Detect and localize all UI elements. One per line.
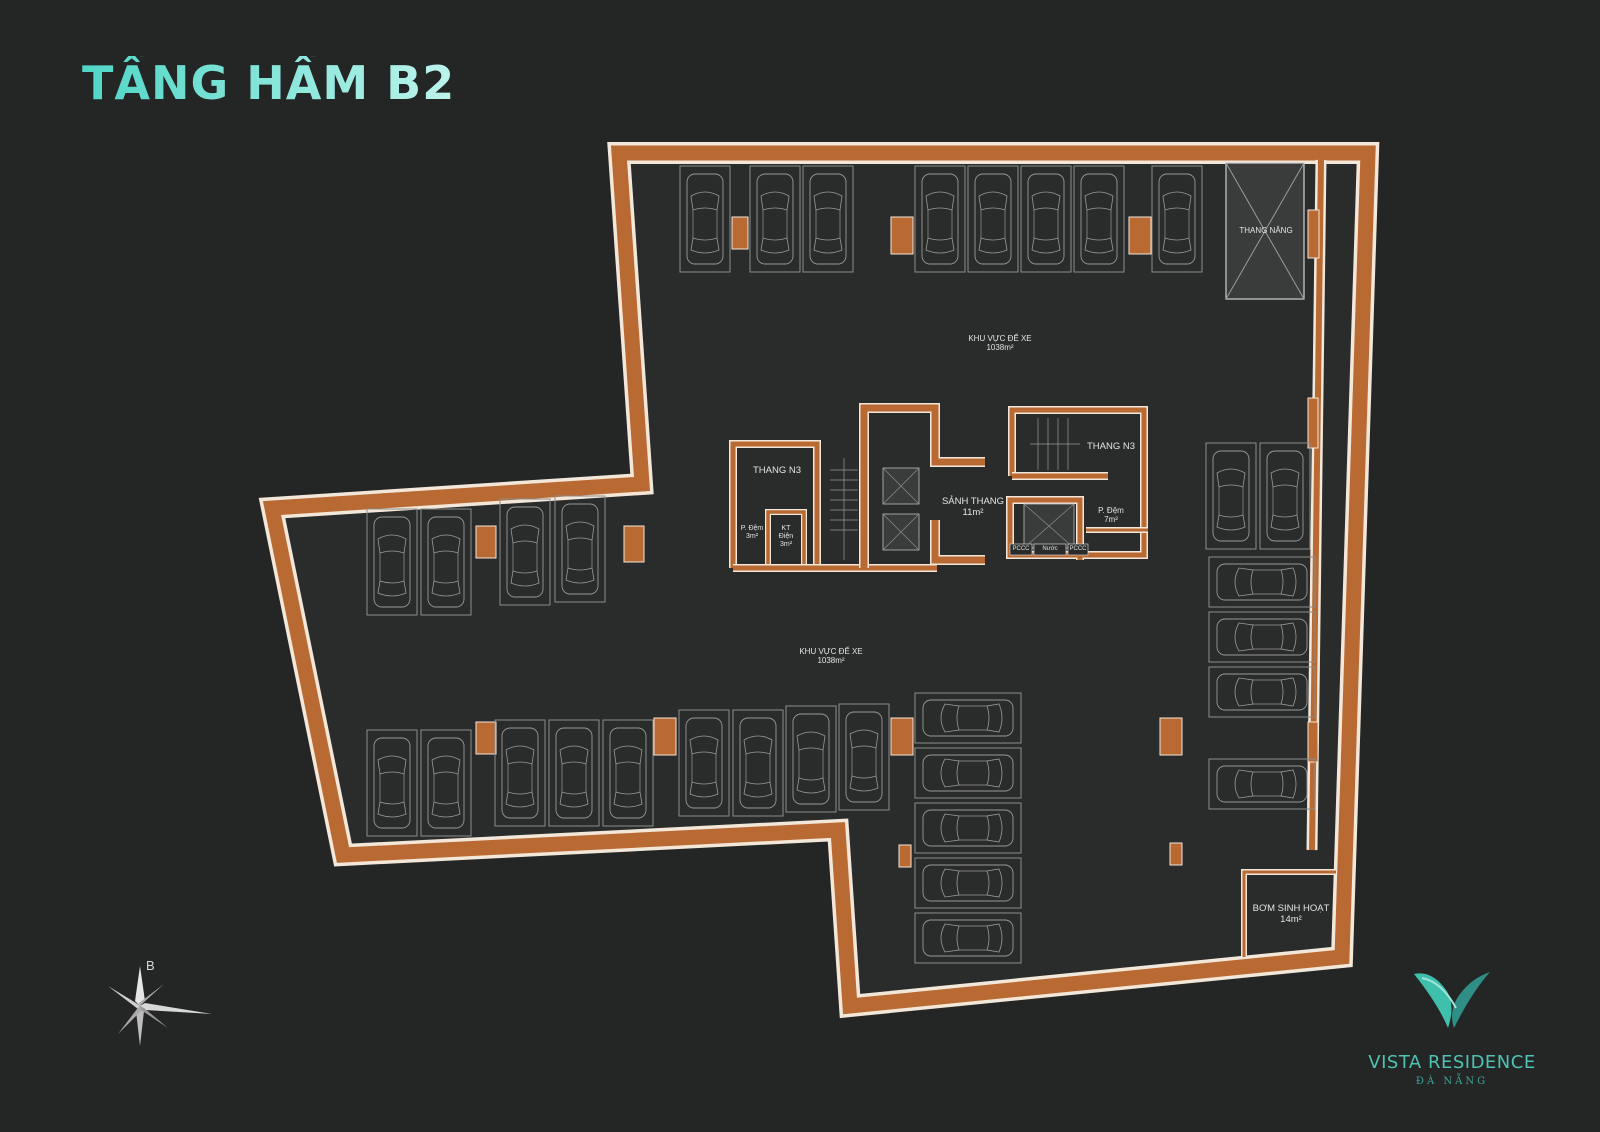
label-water: Nước <box>1042 546 1058 552</box>
compass-north-label: B <box>146 958 155 973</box>
core-center <box>859 403 985 568</box>
label-lift: THANG NÂNG <box>1239 226 1293 235</box>
label-pccc-2: PCCC <box>1069 546 1087 552</box>
pump-room <box>1241 869 1336 957</box>
vista-logo-icon <box>1414 972 1490 1028</box>
core-right <box>1006 406 1148 560</box>
lift-shaft <box>1225 162 1320 300</box>
label-stair-right: THANG N3 <box>1086 441 1136 452</box>
outer-wall <box>262 145 1376 1015</box>
plan-title: TẦNG HẦM B2 <box>82 56 456 110</box>
label-pccc-1: PCCC <box>1012 546 1030 552</box>
compass-icon <box>108 966 212 1046</box>
label-stair-left: THANG N3 <box>752 465 802 476</box>
floor-slab <box>258 142 1380 1019</box>
columns <box>475 216 1319 868</box>
core-left <box>729 440 937 572</box>
brand-subtitle: ĐÀ NẴNG <box>1415 1076 1489 1087</box>
brand-name: VISTA RESIDENCE <box>1368 1052 1536 1073</box>
